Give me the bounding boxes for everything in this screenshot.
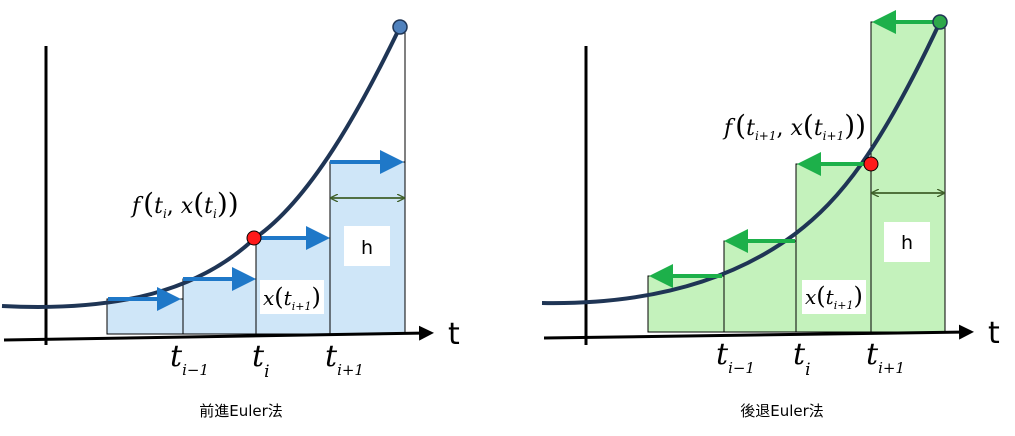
forward-tick-label-current: ti: [252, 339, 270, 382]
svg-text:ti: ti: [252, 339, 270, 382]
forward-bar-1: [106, 298, 184, 335]
backward-axis-label: t: [988, 316, 1000, 351]
svg-text:x(ti+1): x(ti+1): [805, 282, 863, 312]
backward-bar-4: [870, 21, 946, 333]
svg-text:f(ti+1, x(ti+1)): f(ti+1, x(ti+1)): [722, 109, 866, 143]
forward-tick-label-next: ti+1: [325, 339, 364, 379]
svg-text:ti+1: ti+1: [866, 337, 905, 377]
backward-current-point: [863, 156, 879, 172]
backward-x-label-box: [802, 280, 866, 314]
forward-f-label: f(ti, x(ti)): [130, 187, 239, 221]
backward-caption: 後退Euler法: [740, 402, 824, 420]
forward-bar-2: [182, 278, 257, 335]
svg-text:ti−1: ti−1: [170, 339, 209, 379]
svg-text:f(ti, x(ti)): f(ti, x(ti)): [130, 187, 239, 221]
backward-h-label: h: [901, 232, 913, 254]
forward-euler-panel: h x(ti+1) f(ti, x(ti)) ti−1 ti ti+1 t 前進…: [1, 19, 460, 420]
svg-text:ti: ti: [793, 337, 811, 380]
backward-solution-curve: [541, 21, 942, 306]
forward-axis-label: t: [448, 317, 460, 352]
svg-text:ti−1: ti−1: [716, 337, 755, 377]
svg-text:ti+1: ti+1: [325, 339, 364, 379]
forward-h-box: [344, 226, 390, 266]
forward-current-point: [246, 230, 262, 246]
backward-f-label: f(ti+1, x(ti+1)): [722, 109, 866, 143]
forward-end-point: [392, 19, 408, 35]
backward-tick-label-next: ti+1: [866, 337, 905, 377]
forward-h-label: h: [361, 237, 373, 259]
backward-euler-panel: h x(ti+1) f(ti+1, x(ti+1)) ti−1 ti ti+1 …: [541, 10, 1000, 420]
svg-text:x(ti+1): x(ti+1): [263, 283, 321, 313]
backward-tick-label-current: ti: [793, 337, 811, 380]
backward-x-label: x(ti+1): [805, 282, 863, 312]
backward-h-box: [884, 222, 930, 262]
backward-tick-label-prev: ti−1: [716, 337, 755, 377]
forward-tick-label-prev: ti−1: [170, 339, 209, 379]
backward-end-point: [932, 14, 948, 30]
forward-x-axis: [3, 325, 434, 342]
forward-x-label-box: [260, 280, 324, 314]
forward-caption: 前進Euler法: [199, 402, 283, 420]
forward-x-label: x(ti+1): [263, 283, 321, 313]
backward-x-axis: [543, 324, 974, 340]
